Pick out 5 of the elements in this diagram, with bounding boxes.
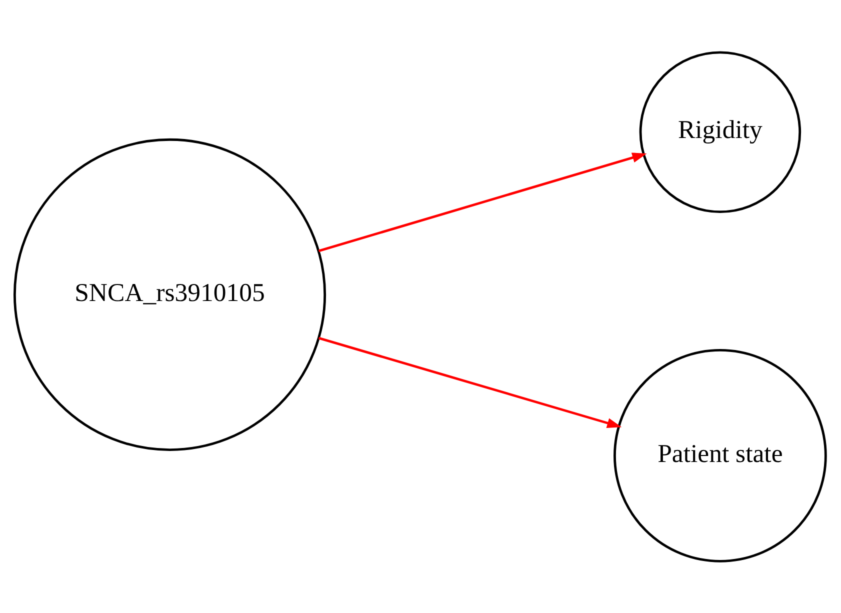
node-circle: Rigidity bbox=[639, 50, 802, 212]
arrow bbox=[318, 152, 647, 252]
arrow bbox=[318, 336, 622, 428]
node-circle: Patient state bbox=[614, 348, 827, 562]
node-circle: SNCA_rs3910105 bbox=[13, 138, 326, 450]
